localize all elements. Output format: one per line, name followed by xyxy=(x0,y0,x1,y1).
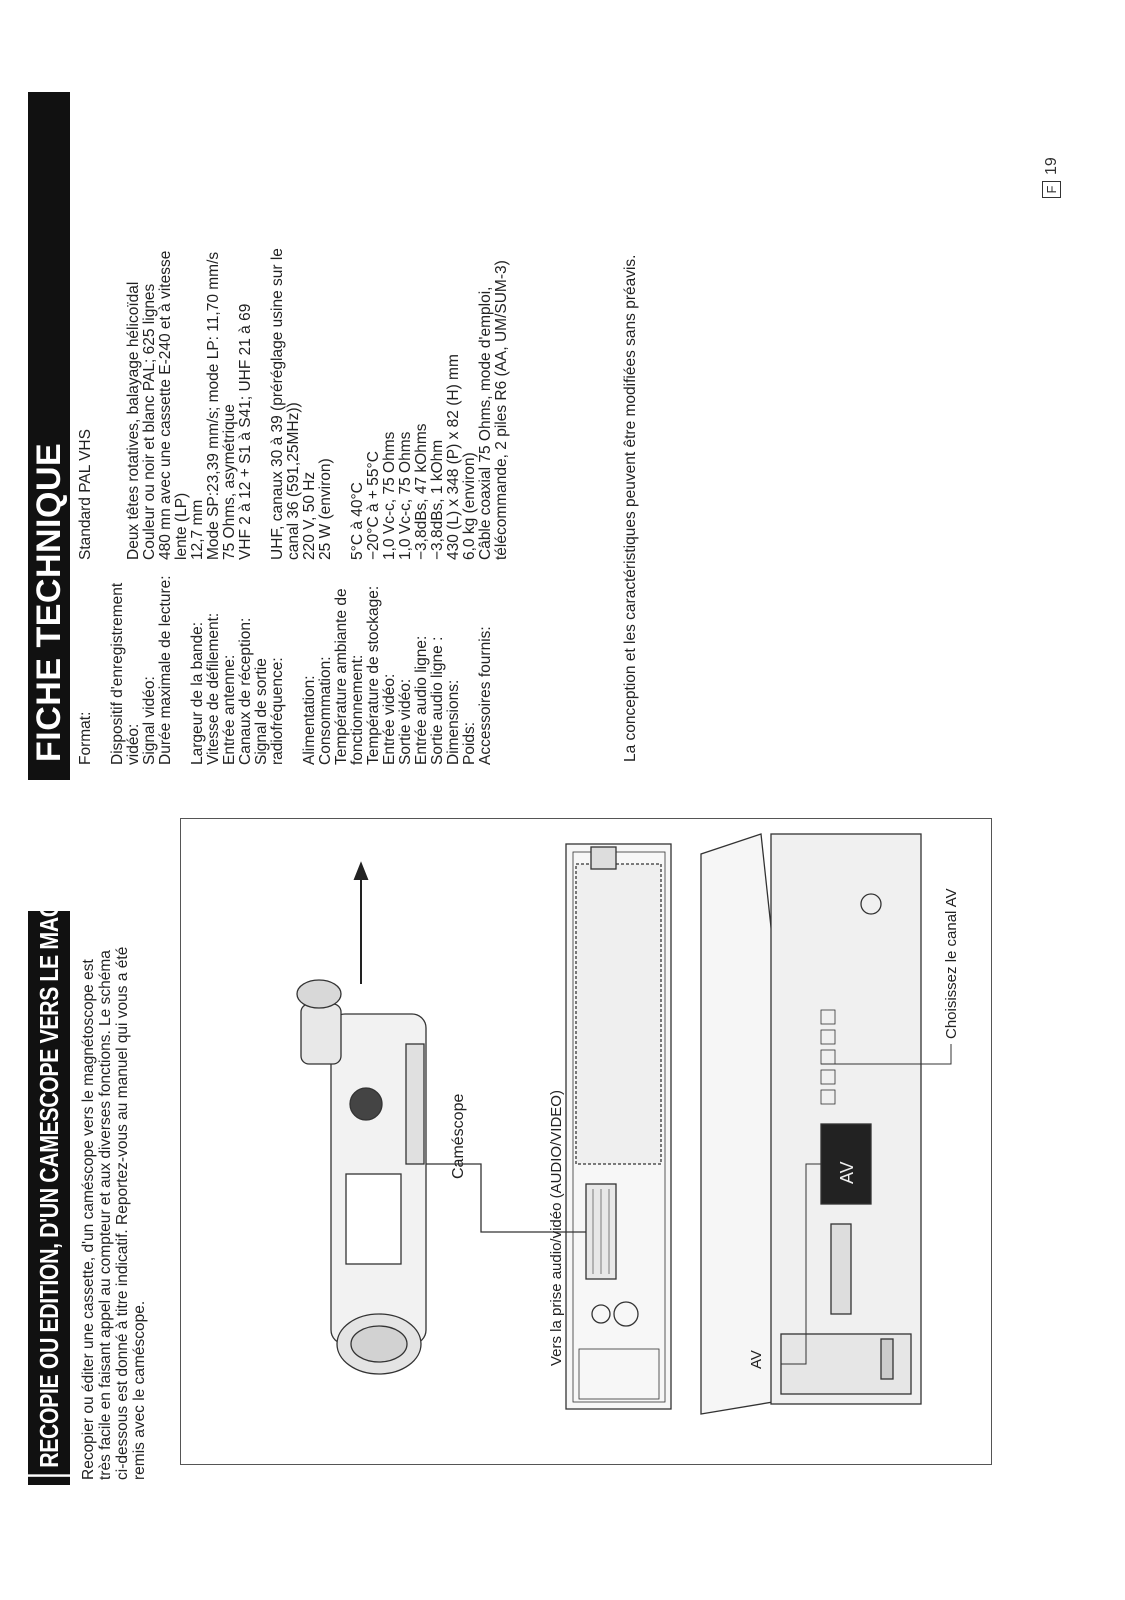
intro-line: remis avec le caméscope. xyxy=(131,1300,148,1480)
left-section-title: RECOPIE OU EDITION, D'UN CAMESCOPE VERS … xyxy=(28,911,70,1485)
spec-row-channels: Canaux de réception: VHF 2 à 12 + S1 à S… xyxy=(237,303,254,765)
spec-row-video-signal: Signal vidéo: Couleur ou noir et blanc P… xyxy=(141,283,158,765)
spec-table: Format: Standard PAL VHS Dispositif d'en… xyxy=(77,75,510,765)
channel-label: Choisissez le canal AV xyxy=(943,888,960,1039)
jack-label: Vers la prise audio/vidéo (AUDIO/VIDEO) xyxy=(548,1090,565,1366)
intro-paragraph: Recopier ou éditer une cassette, d'un ca… xyxy=(80,790,148,1480)
spec-row-audio-output: Sortie audio ligne : −3,8dBs, 1 kOhm xyxy=(429,439,446,765)
spec-row-tape-width: Largeur de la bande: 12,7 mm xyxy=(189,499,206,765)
spec-row-weight: Poids: 6,0 kg (environ) xyxy=(461,452,478,765)
spec-row-format: Format: Standard PAL VHS xyxy=(77,429,94,765)
page-number: F 19 xyxy=(1042,157,1061,198)
intro-line: ci-dessous est donné à titre indicatif. … xyxy=(114,946,131,1480)
specs-notice: La conception et les caractéristiques pe… xyxy=(622,254,639,762)
connection-diagram: Caméscope Vers la prise audio/vidéo (AUD… xyxy=(180,818,992,1465)
intro-line: Recopier ou éditer une cassette, d'un ca… xyxy=(80,959,97,1480)
channel-callout-line xyxy=(821,1044,952,1065)
spec-row-consumption: Consommation: 25 W (environ) xyxy=(317,458,334,765)
vcr-front-panel xyxy=(700,833,922,1415)
spec-row-storage-temp: Température de stockage: −20°C à + 55°C xyxy=(365,451,382,765)
av-callout-line xyxy=(781,1163,821,1365)
vcr-rear-panel xyxy=(565,843,672,1410)
right-section-title: FICHE TECHNIQUE xyxy=(28,92,70,780)
spec-row-tape-speed: Vitesse de défilement: Mode SP:23,39 mm/… xyxy=(205,251,222,765)
av-cable xyxy=(426,1163,586,1233)
intro-line: très facile en faisant appel au compteur… xyxy=(97,950,114,1480)
camcorder-illustration xyxy=(296,979,427,1375)
spec-row-antenna-input: Entrée antenne: 75 Ohms, asymétrique xyxy=(221,404,238,765)
spec-row-video-output: Sortie vidéo: 1,0 Vc-c, 75 Ohms xyxy=(397,431,414,765)
vcr-display-text: AV xyxy=(837,1161,857,1184)
spec-row-power: Alimentation: 220 V, 50 Hz xyxy=(301,471,318,765)
page-letter-badge: F xyxy=(1042,181,1061,198)
camcorder-label: Caméscope xyxy=(450,1094,467,1179)
spec-row-video-input: Entrée vidéo: 1,0 Vc-c, 75 Ohms xyxy=(381,431,398,765)
spec-row-dimensions: Dimensions: 430 (L) x 348 (P) x 82 (H) m… xyxy=(445,354,462,765)
spec-row-audio-input: Entrée audio ligne: −3,8dBs, 47 kOhms xyxy=(413,423,430,765)
spec-row-max-playback: Durée maximale de lecture: 480 mn avec u… xyxy=(157,250,190,765)
spec-row-accessories: Accessoires fournis: Câble coaxial 75 Oh… xyxy=(477,260,510,765)
av-label: AV xyxy=(748,1350,765,1369)
page-number-text: 19 xyxy=(1042,157,1060,175)
diagram-svg: Caméscope Vers la prise audio/vidéo (AUD… xyxy=(296,833,960,1415)
direction-arrow xyxy=(353,861,369,984)
